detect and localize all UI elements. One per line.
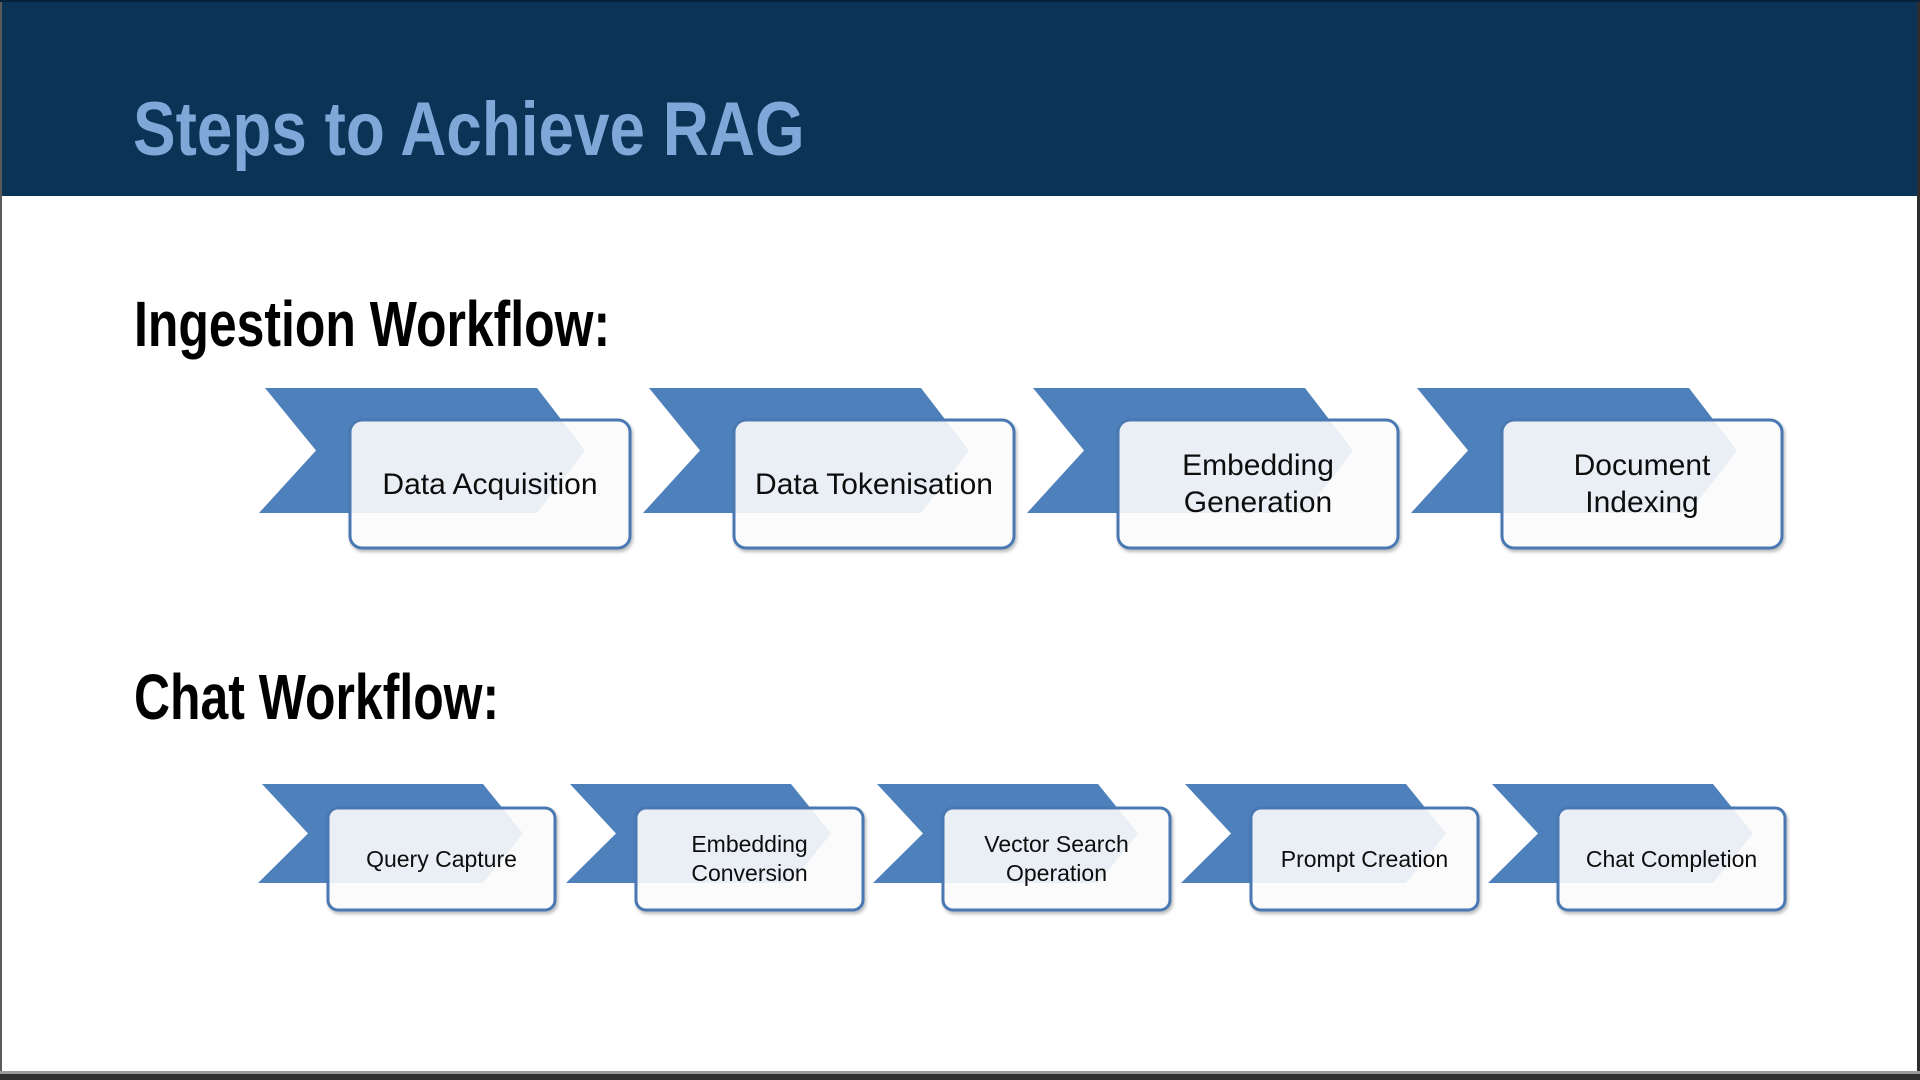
workflow-step bbox=[258, 784, 568, 924]
workflow-step bbox=[1488, 784, 1798, 924]
step-label: Document Indexing bbox=[1573, 449, 1711, 519]
workflow-step bbox=[259, 388, 639, 560]
chevron-banner-icon bbox=[1488, 784, 1787, 912]
slide-border-right bbox=[1917, 0, 1920, 1080]
step-label: Data Acquisition bbox=[382, 467, 598, 501]
step-label: Embedding Conversion bbox=[691, 831, 808, 886]
workflow-step bbox=[643, 388, 1023, 560]
workflow-step bbox=[1027, 388, 1407, 560]
slide-title: Steps to Achieve RAG bbox=[133, 87, 805, 172]
chevron-banner-icon bbox=[643, 388, 1016, 550]
step-label: Data Tokenisation bbox=[755, 467, 993, 501]
step-label: Chat Completion bbox=[1585, 845, 1758, 872]
chevron-banner-icon bbox=[258, 784, 557, 912]
chevron-banner-icon bbox=[873, 784, 1172, 912]
workflow-step bbox=[1411, 388, 1791, 560]
workflow-step bbox=[1181, 784, 1491, 924]
chevron-banner-icon bbox=[1181, 784, 1480, 912]
slide-border-top bbox=[0, 0, 1920, 2]
slide-border-bottom bbox=[0, 1074, 1920, 1080]
chevron-banner-icon bbox=[1411, 388, 1784, 550]
workflow-step bbox=[566, 784, 876, 924]
slide-border-left bbox=[0, 0, 2, 1080]
step-label: Embedding Generation bbox=[1182, 449, 1334, 519]
chevron-banner-icon bbox=[1027, 388, 1400, 550]
slide-header: Steps to Achieve RAG bbox=[0, 0, 1920, 196]
chevron-banner-icon bbox=[566, 784, 865, 912]
step-label: Query Capture bbox=[366, 845, 517, 872]
chevron-banner-icon bbox=[259, 388, 632, 550]
chat-workflow-heading: Chat Workflow: bbox=[134, 661, 500, 733]
step-label: Vector Search Operation bbox=[984, 831, 1129, 886]
ingestion-workflow-heading: Ingestion Workflow: bbox=[134, 288, 611, 360]
step-label: Prompt Creation bbox=[1280, 845, 1449, 872]
workflow-step bbox=[873, 784, 1183, 924]
slide-border-bottom-light bbox=[0, 1071, 1920, 1074]
